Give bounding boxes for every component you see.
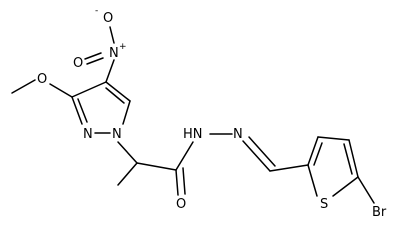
atom-bromine: Br (372, 205, 387, 220)
bond-c3-c2-a (307, 136, 319, 166)
bond-c3-c2-b (313, 142, 323, 166)
bond-c5-c4-a (348, 139, 359, 178)
atom-hydrazide-nh: HN (183, 127, 203, 142)
bond-c4-c3 (71, 81, 107, 98)
atom-hydrazone-n: N (233, 127, 243, 142)
bond-c5-c4-a (105, 81, 131, 102)
molecule-structure-diagram: O - N + O O N N HN N O S Br (11, 6, 387, 220)
atom-carbonyl-o: O (176, 197, 186, 212)
bond-carbonyl-c-nh (175, 141, 194, 171)
atom-pyrazole-n2: N (83, 127, 93, 142)
bond-c2-s (307, 164, 318, 197)
bond-nitro-n-o-left-a (86, 57, 104, 65)
bond-c3-n2-a (71, 96, 83, 125)
bond-nitro-n-o-left-b (84, 52, 102, 60)
bond-n1-ch (117, 141, 138, 164)
bond-c3-o-methoxy (49, 83, 73, 98)
bond-n-ch-b (248, 136, 276, 167)
atom-methoxy-o: O (37, 72, 47, 87)
bond-n1-c5 (122, 100, 131, 125)
charge-nitro-o-top: - (95, 6, 98, 16)
bond-carbonyl-c-o-a (175, 169, 179, 196)
bond-c4-c3 (317, 136, 350, 141)
bond-nitro-n-c4 (105, 59, 115, 83)
atom-thiophene-s: S (320, 197, 328, 212)
bond-c5-c4-b (105, 87, 125, 104)
bond-nitro-n-o-top (109, 26, 115, 44)
bond-n-ch-a (242, 140, 271, 172)
atom-nitro-o-top: O (103, 11, 113, 26)
bond-carbonyl-c-o-b (182, 167, 186, 195)
bond-s-c5 (332, 176, 359, 197)
atom-nitro-o-left: O (73, 56, 83, 71)
bond-c3-n2-b (77, 98, 88, 123)
molecule-svg: O - N + O O N N HN N O S Br (11, 6, 387, 220)
bond-o-methyl (11, 79, 36, 94)
atom-nitro-n: N (109, 46, 119, 61)
charge-nitro-n: + (119, 42, 127, 52)
bond-ch-carbonyl-c (136, 162, 177, 171)
bond-c5-br (357, 176, 375, 204)
bond-ch-methyl (117, 162, 138, 186)
atom-pyrazole-n1: N (112, 127, 122, 142)
bond-c5-c4-b (343, 143, 353, 175)
bond-ch-thiophene-c2 (269, 164, 309, 172)
